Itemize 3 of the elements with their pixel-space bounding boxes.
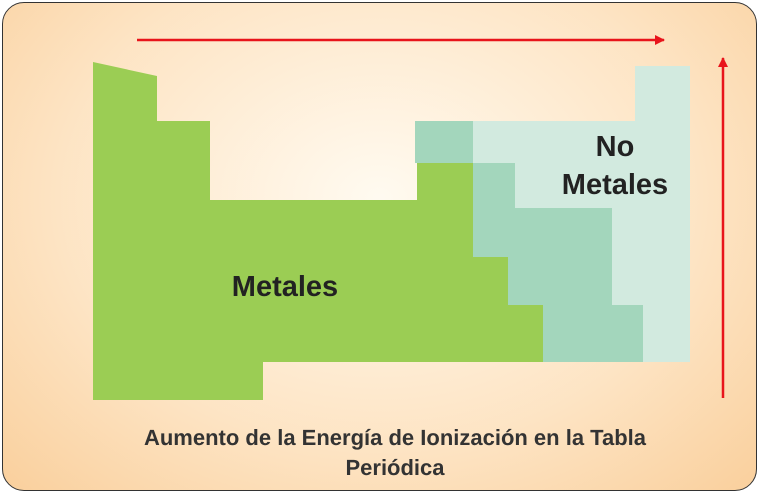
region-label: Metales (230, 270, 340, 305)
region-label: No Metales (560, 130, 670, 203)
caption: Aumento de la Energía de Ionización en la Tabla Periódica (142, 424, 648, 482)
